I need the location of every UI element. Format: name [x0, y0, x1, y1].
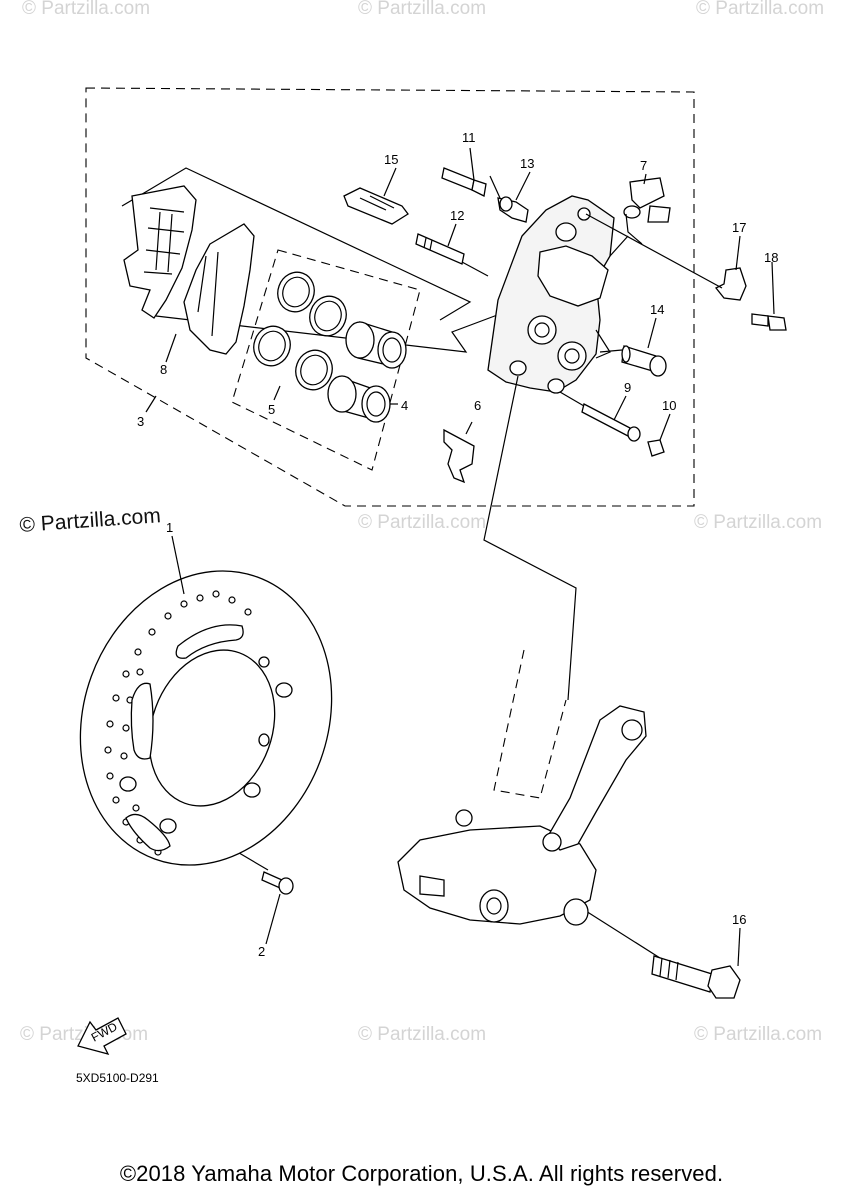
explode-line — [483, 375, 577, 701]
diagram-code: 5XD5100-D291 — [76, 1071, 159, 1085]
watermark: © Partzilla.com — [22, 0, 150, 19]
callout-4: 4 — [401, 398, 408, 413]
callout-13: 13 — [520, 156, 534, 171]
clamp-17 — [714, 267, 747, 301]
leader-lines — [145, 147, 775, 967]
bracket-7 — [623, 177, 671, 245]
brake-pad-front — [183, 223, 255, 355]
pistons — [327, 321, 407, 423]
copyright-notice: ©2018 Yamaha Motor Corporation, U.S.A. A… — [119, 1161, 724, 1186]
callout-1: 1 — [166, 520, 173, 535]
explode-line — [599, 349, 623, 353]
brake-pad-back — [123, 185, 197, 319]
bolt-16 — [651, 955, 741, 999]
pad-spring — [343, 187, 409, 225]
explode-line — [489, 175, 501, 199]
callout-2: 2 — [258, 944, 265, 959]
pad-support-6 — [443, 428, 475, 484]
bleed-screw — [497, 196, 529, 223]
front-fork-leg — [397, 649, 647, 926]
explode-line — [559, 391, 585, 407]
watermark: © Partzilla.com — [358, 0, 486, 19]
disc-bolt — [261, 871, 294, 895]
callout-3: 3 — [137, 414, 144, 429]
callout-16: 16 — [732, 912, 746, 927]
callout-14: 14 — [650, 302, 664, 317]
callout-9: 9 — [624, 380, 631, 395]
watermark: © Partzilla.com — [694, 512, 822, 533]
bolt-18 — [751, 313, 787, 331]
caliper-body — [487, 195, 615, 394]
brake-disc — [79, 570, 333, 866]
callout-15: 15 — [384, 152, 398, 167]
callouts: 1 2 3 4 5 6 7 8 9 10 11 12 13 14 15 16 1… — [137, 130, 778, 959]
callout-7: 7 — [640, 158, 647, 173]
pad-plane-line — [121, 167, 472, 321]
pad-pin-12 — [415, 233, 465, 265]
callout-6: 6 — [474, 398, 481, 413]
pad-pin-11 — [441, 167, 487, 197]
explode-line — [609, 235, 629, 257]
piston-kit-boundary — [231, 249, 421, 471]
watermark: © Partzilla.com — [694, 1024, 822, 1045]
pad-pin-9 — [581, 403, 641, 442]
callout-18: 18 — [764, 250, 778, 265]
callout-10: 10 — [662, 398, 676, 413]
pad-plane-line — [155, 313, 501, 353]
explode-line — [461, 261, 489, 277]
disc-holes — [104, 590, 252, 856]
callout-5: 5 — [268, 402, 275, 417]
explode-line — [577, 905, 661, 959]
piston-seals — [253, 271, 347, 391]
explode-line — [585, 213, 723, 289]
watermark: © Partzilla.com — [696, 0, 824, 19]
watermark: © Partzilla.com — [358, 512, 486, 533]
watermark: © Partzilla.com — [358, 1024, 486, 1045]
caliper-bolt-14 — [621, 345, 667, 377]
callout-17: 17 — [732, 220, 746, 235]
parts-diagram: © Partzilla.com © Partzilla.com © Partzi… — [19, 0, 824, 1085]
nut-10 — [647, 439, 665, 457]
watermark-main: © Partzilla.com — [19, 504, 162, 537]
callout-11: 11 — [462, 130, 476, 145]
callout-12: 12 — [450, 208, 464, 223]
callout-8: 8 — [160, 362, 167, 377]
caliper-assembly-boundary — [85, 87, 695, 507]
